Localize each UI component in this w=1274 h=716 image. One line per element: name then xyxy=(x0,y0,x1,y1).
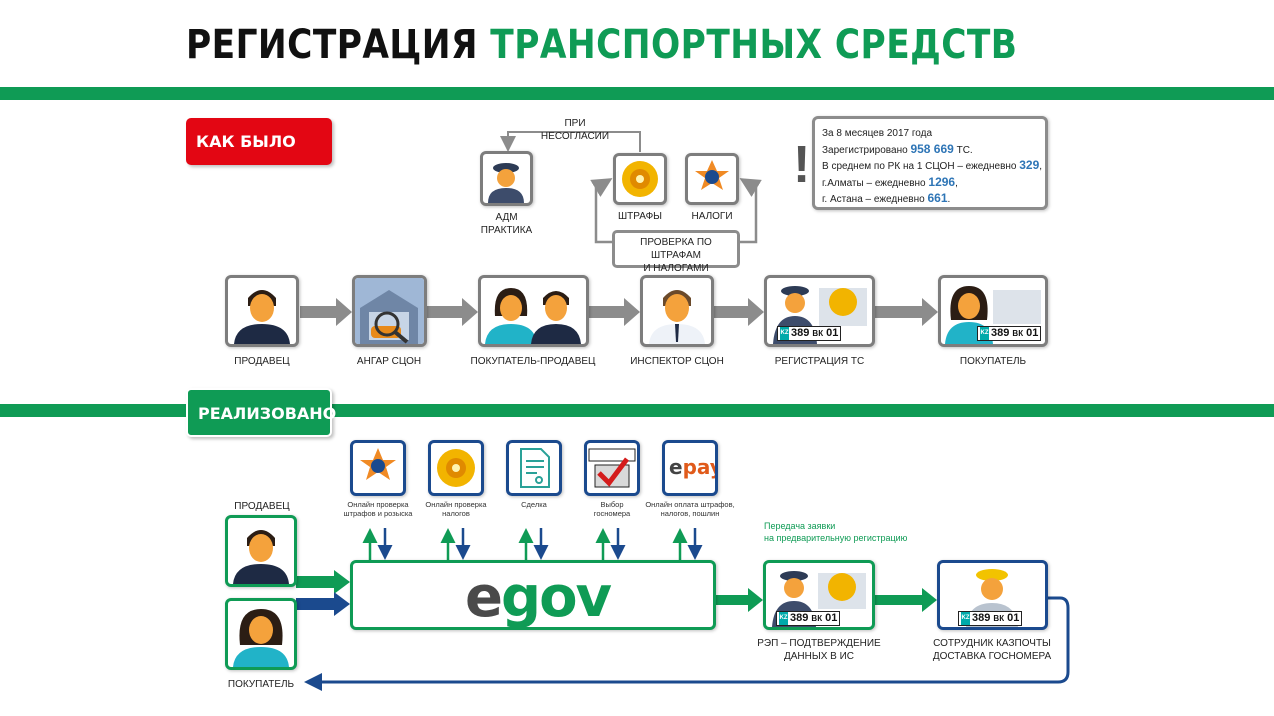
exclamation-mark: ! xyxy=(793,136,811,194)
disagree-line xyxy=(500,131,641,152)
page-title: РЕГИСТРАЦИЯ ТРАНСПОРТНЫХ СРЕДСТВ xyxy=(186,22,1018,68)
service-label: Онлайн проверка штрафов и розыска xyxy=(343,500,413,518)
adm-practice-box xyxy=(480,151,533,206)
step-buyer-seller-box xyxy=(478,275,589,347)
service-deal-box xyxy=(506,440,562,496)
after-badge: РЕАЛИЗОВАНО xyxy=(186,388,336,437)
emblem-icon xyxy=(622,161,658,197)
service-taxes-box xyxy=(428,440,484,496)
stats-line: В среднем по РК на 1 СЦОН – ежедневно 32… xyxy=(822,158,1043,172)
service-payment-box: epay xyxy=(662,440,718,496)
step-seller-box xyxy=(225,275,299,347)
process-arrows xyxy=(300,298,938,326)
hangar-magnifier-icon xyxy=(355,278,424,344)
tax-emblem-icon xyxy=(695,160,729,190)
service-label: Сделка xyxy=(521,500,547,509)
transfer-note: Передача заявки на предварительную регис… xyxy=(764,521,908,543)
fines-label: ШТРАФЫ xyxy=(617,211,663,222)
woman-icon xyxy=(233,609,289,667)
buyer-label: ПОКУПАТЕЛЬ xyxy=(227,679,295,690)
top-divider xyxy=(0,87,1274,100)
adm-practice-label: АДМ ПРАКТИКА xyxy=(480,212,533,236)
inspector-icon xyxy=(649,290,705,344)
stats-line: Зарегистрировано 958 669 ТС. xyxy=(822,141,973,156)
step-hangar-box xyxy=(352,275,427,347)
buyer-box xyxy=(225,598,297,670)
step-label: ПРОДАВЕЦ xyxy=(234,356,290,367)
stats-line: За 8 месяцев 2017 года xyxy=(822,128,933,139)
step-label: ПОКУПАТЕЛЬ xyxy=(959,356,1027,367)
service-label: Выбор госномера xyxy=(593,500,631,518)
service-fines-box xyxy=(350,440,406,496)
two-people-icon xyxy=(485,288,581,344)
tax-emblem-icon xyxy=(360,448,396,480)
man-icon xyxy=(234,290,290,344)
seller-label: ПРОДАВЕЦ xyxy=(234,501,290,512)
man-icon xyxy=(233,530,289,584)
epay-logo: epay xyxy=(669,455,715,479)
taxes-box xyxy=(685,153,739,205)
emblem-icon xyxy=(437,449,475,487)
step-label: РЕГИСТРАЦИЯ ТС xyxy=(774,356,865,367)
step-label: ПОКУПАТЕЛЬ-ПРОДАВЕЦ xyxy=(470,356,596,367)
seller-box xyxy=(225,515,297,587)
egov-box: egov xyxy=(350,560,716,630)
police-officer-icon xyxy=(488,163,524,203)
stats-line: г. Астана – ежедневно 661. xyxy=(822,191,951,205)
document-icon xyxy=(520,448,550,488)
disagree-label: ПРИ НЕСОГЛАСИИ xyxy=(540,118,610,142)
stats-line: г.Алматы – ежедневно 1296, xyxy=(822,174,958,189)
fines-box xyxy=(613,153,667,205)
rep-label: РЭП – ПОДТВЕРЖДЕНИЕ ДАННЫХ В ИС xyxy=(757,638,881,662)
plate-checkmark-icon xyxy=(588,448,636,488)
service-label: Онлайн проверка налогов xyxy=(425,500,487,518)
taxes-label: НАЛОГИ xyxy=(691,211,733,222)
stats-panel: За 8 месяцев 2017 года Зарегистрировано … xyxy=(812,116,1048,210)
before-badge: КАК БЫЛО xyxy=(186,118,332,165)
step-label: ИНСПЕКТОР СЦОН xyxy=(630,356,724,367)
service-plate-box xyxy=(584,440,640,496)
step-label: АНГАР СЦОН xyxy=(356,356,422,367)
step-inspector-box xyxy=(640,275,714,347)
check-pill: ПРОВЕРКА ПО ШТРАФАМ И НАЛОГАМИ xyxy=(612,230,740,274)
service-label: Онлайн оплата штрафов, налогов, пошлин xyxy=(645,500,735,518)
egov-logo: egov xyxy=(465,565,612,630)
courier-label: СОТРУДНИК КАЗПОЧТЫ ДОСТАВКА ГОСНОМЕРА xyxy=(932,638,1052,662)
